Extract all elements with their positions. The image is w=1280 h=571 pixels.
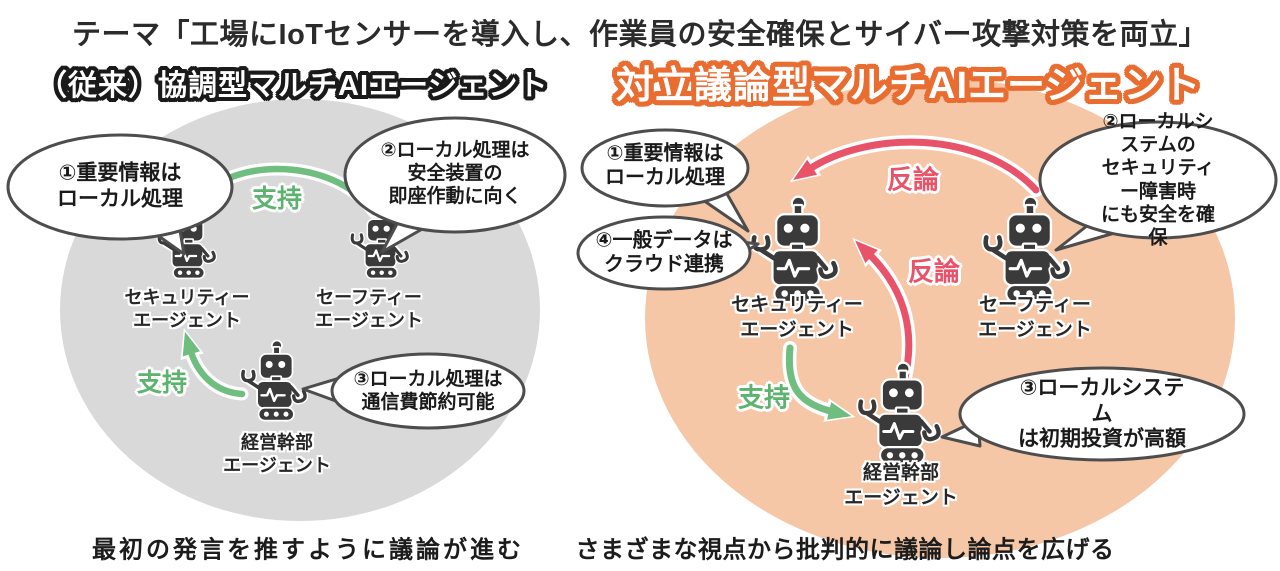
- agent-label-right-executive: 経営幹部 エージェント: [844, 462, 958, 508]
- right-counter-arrow-top: [789, 135, 1043, 197]
- bubble-text-right-4: ④一般データは クラウド連携: [595, 229, 733, 276]
- agent-label-right-security: セキュリティー エージェント: [731, 294, 863, 340]
- speech-bubble-right-2: [1038, 120, 1278, 252]
- speech-bubble-right-4: [576, 215, 760, 291]
- right-panel-caption: さまざまな視点から批判的に議論し論点を広げる: [575, 536, 1115, 564]
- left-panel-caption: 最初の発言を推すように議論が進む: [92, 536, 524, 564]
- bubble-text-left-3: ③ローカル処理は 通信費節約可能: [353, 368, 503, 413]
- agent-label-left-security: セキュリティー エージェント: [124, 287, 250, 331]
- bubble-text-right-2: ②ローカルシステムの セキュリティー障害時 にも安全を確保: [1100, 111, 1215, 249]
- agent-label-left-executive: 経営幹部 エージェント: [223, 432, 331, 476]
- counter-arrow-label-right-middle: 反論: [907, 256, 961, 287]
- bubble-text-left-1: ①重要情報は ローカル処理: [57, 161, 183, 210]
- bubble-text-right-1: ①重要情報は ローカル処理: [605, 142, 725, 189]
- speech-bubble-right-3: [940, 366, 1246, 462]
- left-panel-heading: （従来）協調型マルチAIエージェント: [38, 70, 549, 102]
- agent-label-right-safety: セーフティー エージェント: [978, 294, 1092, 340]
- support-arrow-label-right: 支持: [737, 382, 791, 413]
- speech-bubble-left-2: [343, 116, 567, 254]
- speech-bubble-left-1: [6, 133, 234, 256]
- support-arrow-label-left-top: 支持: [251, 185, 303, 213]
- bubble-text-right-3: ③ローカルシステム は初期投資が高額: [1018, 376, 1186, 451]
- agent-label-left-safety: セーフティー エージェント: [315, 287, 423, 331]
- bubble-text-left-2: ②ローカル処理は 安全装置の 即座作動に向く: [380, 140, 530, 208]
- right-support-arrow: [782, 341, 856, 422]
- right-panel-heading: 対立議論型マルチAIエージェント: [616, 65, 1202, 107]
- speech-bubble-right-1: [580, 128, 750, 233]
- speech-bubble-left-3: [301, 352, 526, 430]
- diagram-title: テーマ「工場にIoTセンサーを導入し、作業員の安全確保とサイバー攻撃対策を両立」: [72, 19, 1208, 51]
- left-support-arrow-bottom: [180, 327, 249, 401]
- support-arrow-label-left-bottom: 支持: [136, 369, 188, 397]
- counter-arrow-label-right-top: 反論: [886, 164, 940, 195]
